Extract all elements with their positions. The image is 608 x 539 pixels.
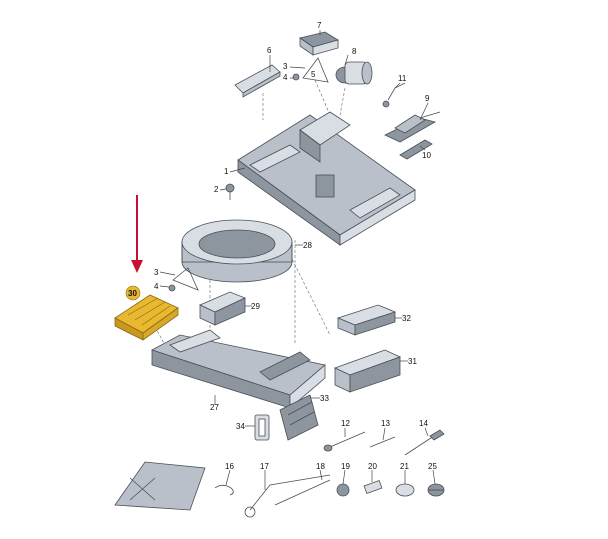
part-32-box[interactable]	[336, 304, 397, 336]
part-5-strap[interactable]	[302, 57, 329, 83]
part-31-box[interactable]	[333, 349, 402, 393]
callout-4: 4	[283, 73, 288, 82]
part-6-bar[interactable]	[234, 64, 281, 98]
callout-14: 14	[419, 419, 428, 428]
leader-lines	[159, 30, 436, 490]
callout-21: 21	[400, 462, 409, 471]
part-9-jack[interactable]	[384, 111, 441, 143]
callout-27: 27	[210, 403, 219, 412]
part-34-frame[interactable]	[254, 414, 270, 441]
part-4-bolt-lower[interactable]	[168, 284, 176, 292]
callout-16: 16	[225, 462, 234, 471]
part-27-lower-tray[interactable]	[150, 329, 326, 409]
callout-8: 8	[352, 47, 357, 56]
callout-30-badge	[125, 285, 141, 301]
callout-25: 25	[428, 462, 437, 471]
part-33-foam[interactable]	[279, 394, 319, 441]
part-3-strap-lower[interactable]	[172, 267, 199, 291]
callout-9: 9	[425, 94, 430, 103]
part-28-wheel-ring[interactable]	[181, 219, 293, 283]
part-12-rod[interactable]	[323, 431, 366, 452]
callout-28: 28	[303, 241, 312, 250]
callout-1: 1	[224, 167, 229, 176]
callout-10: 10	[422, 151, 431, 160]
callout-3: 3	[283, 62, 288, 71]
part-8-compressor[interactable]	[335, 61, 373, 85]
callout-6: 6	[267, 46, 272, 55]
callout-13: 13	[381, 419, 390, 428]
part-14-screwdriver[interactable]	[404, 429, 445, 456]
part-16-clip[interactable]	[214, 484, 234, 496]
part-30-insert-highlighted[interactable]	[114, 294, 179, 341]
part-29-holder[interactable]	[199, 291, 247, 326]
part-19-bolt[interactable]	[336, 483, 350, 497]
pointer-arrow-icon	[131, 195, 143, 273]
callout-3-lower: 3	[154, 268, 159, 277]
part-1-upper-tray[interactable]	[237, 111, 416, 246]
part-10-crank[interactable]	[399, 139, 433, 160]
callout-17: 17	[260, 462, 269, 471]
part-26-bracket[interactable]	[114, 461, 206, 511]
part-4-bolt-top[interactable]	[292, 73, 300, 81]
part-13-pin[interactable]	[369, 436, 396, 448]
part-20-pin[interactable]	[363, 479, 383, 495]
part-25-nut[interactable]	[427, 483, 445, 497]
part-18-rod[interactable]	[274, 479, 331, 506]
callout-33: 33	[320, 394, 329, 403]
callout-31: 31	[408, 357, 417, 366]
callout-29: 29	[251, 302, 260, 311]
callouts: 7 6 8 3 4 5 11 9 10 1 2 28 3 4 29 32 31 …	[125, 21, 437, 471]
callout-4-lower: 4	[154, 282, 159, 291]
callout-2: 2	[214, 185, 219, 194]
part-17-tow-hook[interactable]	[244, 474, 331, 518]
callout-5: 5	[311, 70, 316, 79]
part-21-cap[interactable]	[395, 483, 415, 497]
callout-30: 30	[128, 289, 137, 298]
callout-20: 20	[368, 462, 377, 471]
part-11-wrench[interactable]	[382, 82, 406, 108]
part-7-box[interactable]	[299, 31, 339, 56]
callout-19: 19	[341, 462, 350, 471]
callout-11: 11	[398, 74, 407, 83]
callout-7: 7	[317, 21, 322, 30]
callout-32: 32	[402, 314, 411, 323]
callout-12: 12	[341, 419, 350, 428]
part-2-screw[interactable]	[225, 183, 235, 200]
callout-18: 18	[316, 462, 325, 471]
callout-34: 34	[236, 422, 245, 431]
